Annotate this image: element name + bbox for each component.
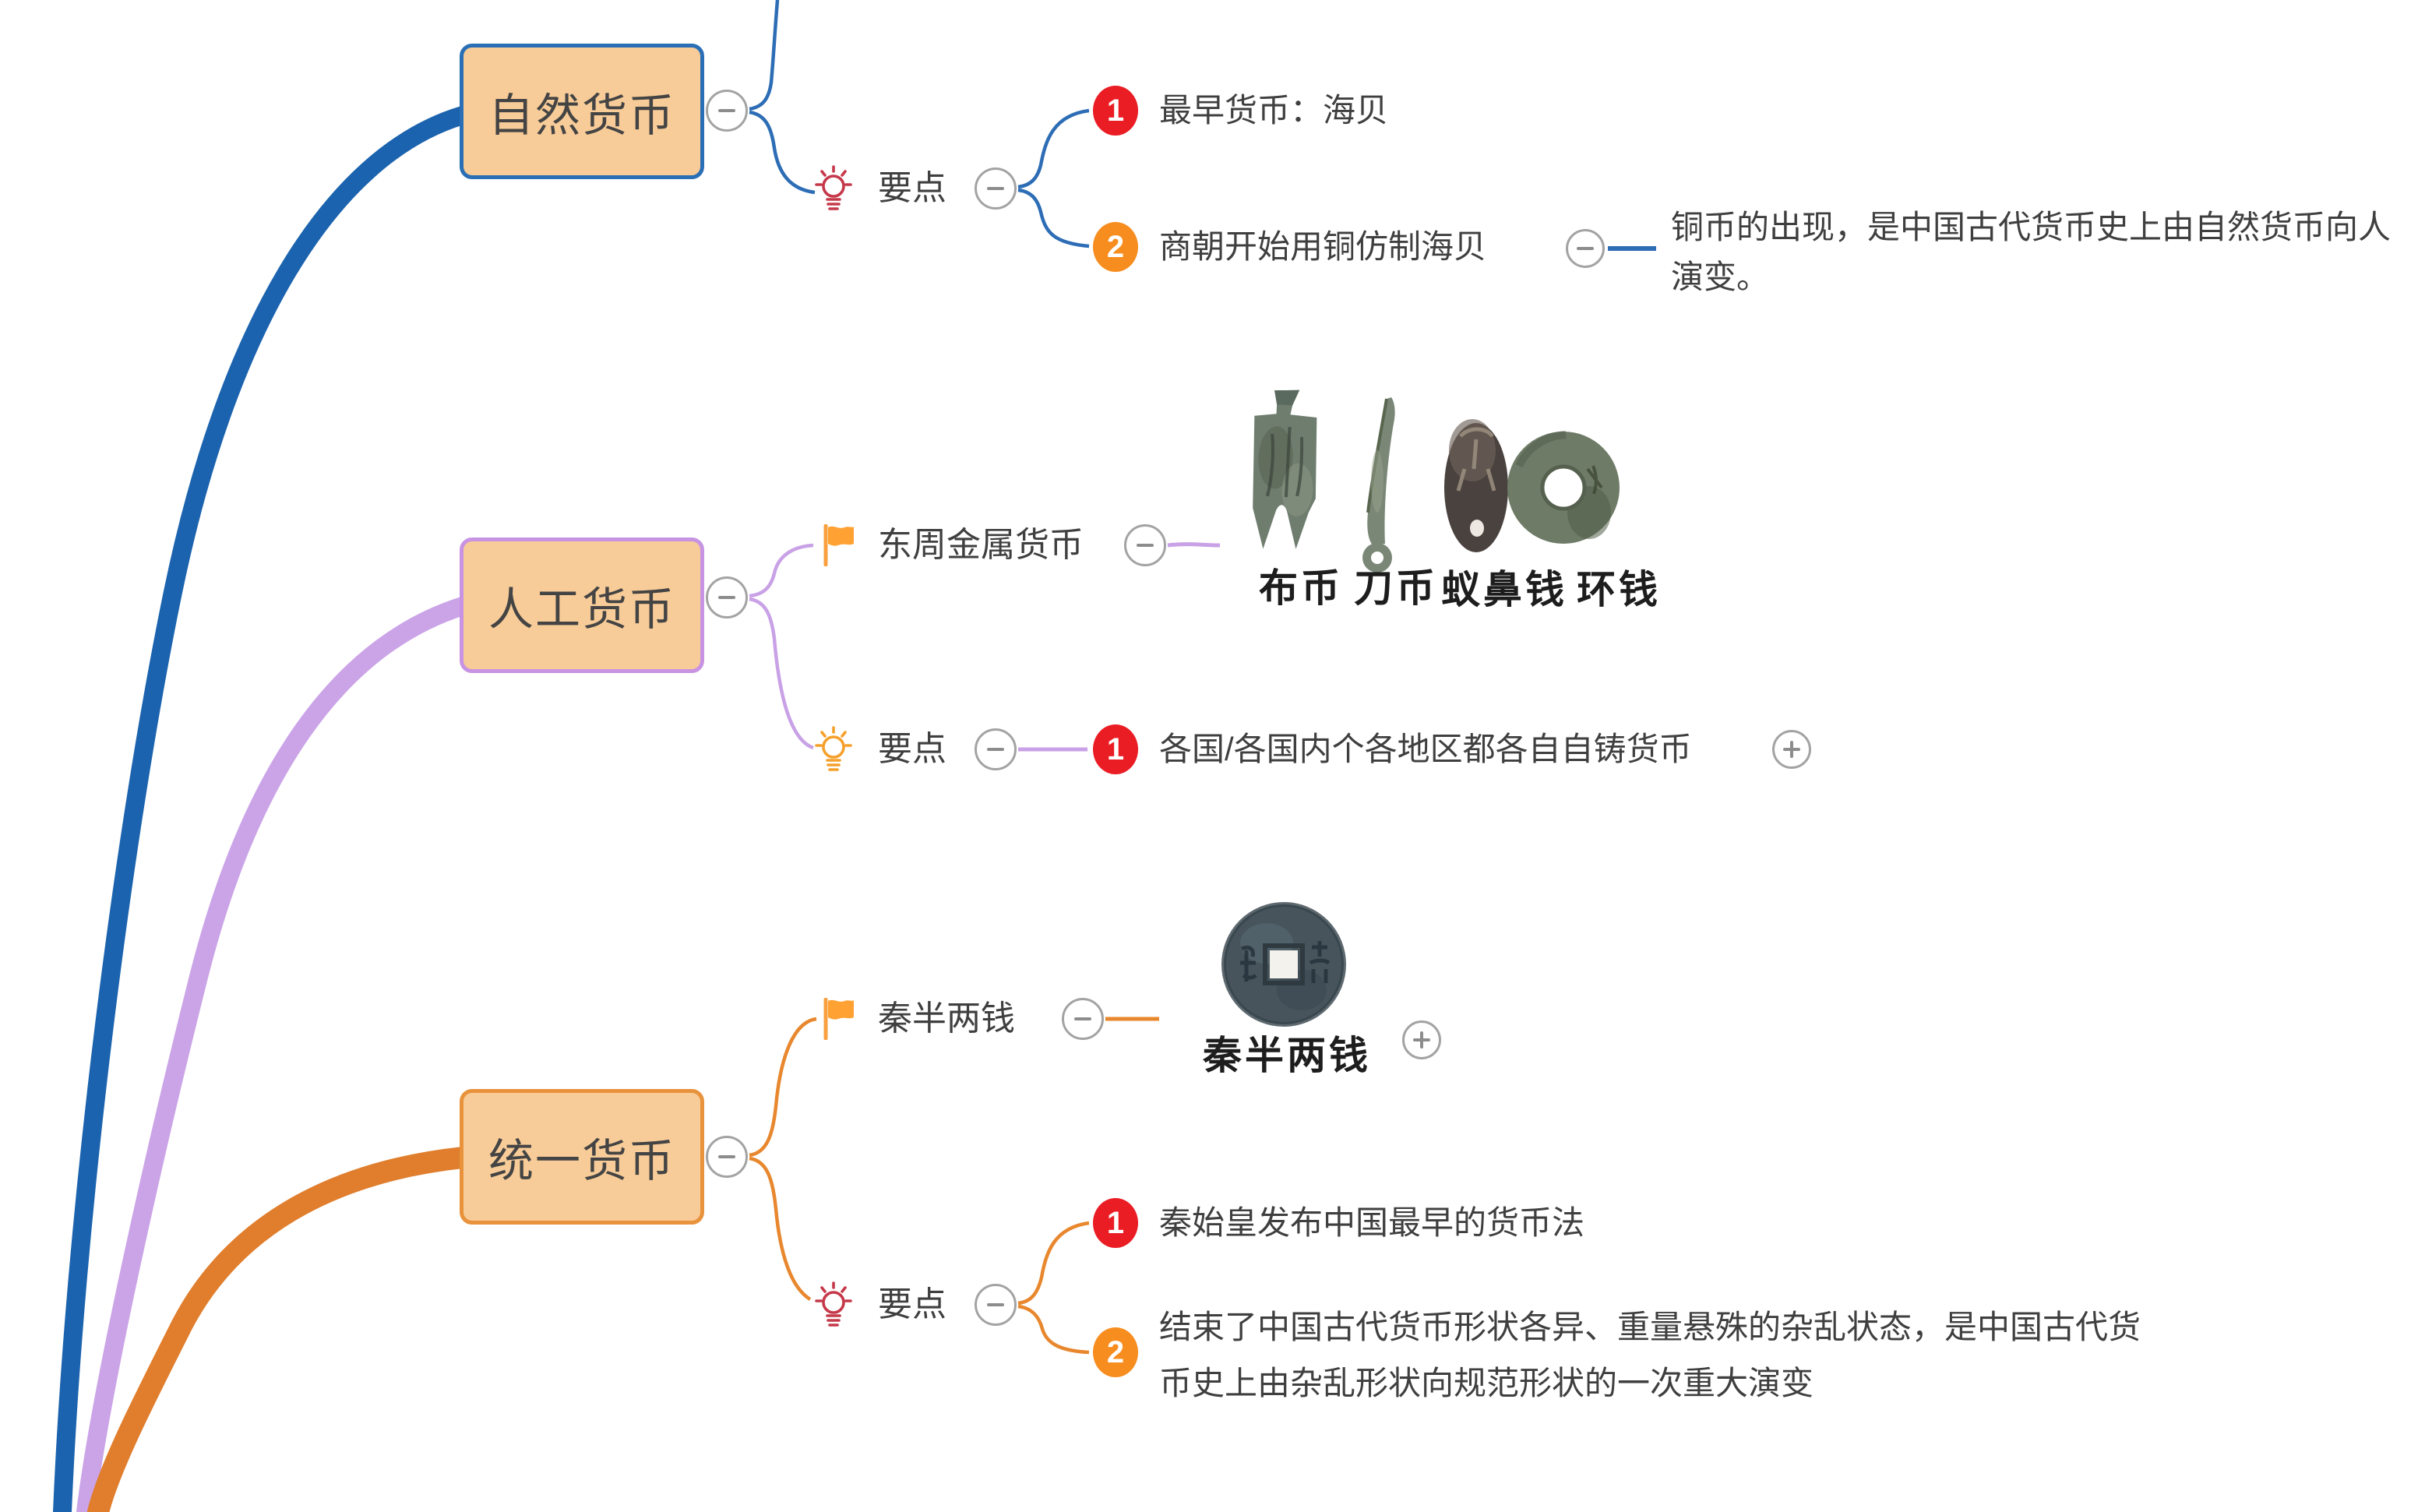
b1-keypoints-bracket-down: [1017, 188, 1090, 248]
collapse-button-artificial[interactable]: [706, 576, 748, 619]
branch-curve-orange: [87, 1147, 474, 1512]
minus-icon: [1137, 544, 1154, 547]
item-badge-1: 1: [1093, 1198, 1138, 1248]
item-b2-1[interactable]: 各国/各国内个各地区都各自自铸货币: [1159, 731, 1692, 767]
minus-icon: [718, 596, 735, 599]
item-badge-2: 2: [1093, 1327, 1138, 1377]
expand-button-b3-flag[interactable]: [1402, 1020, 1441, 1059]
b1-bracket-up-offscreen: [749, 0, 780, 111]
coin-caption-yibiqian: 蚁鼻钱: [1441, 568, 1567, 611]
node-qin-banliang[interactable]: 秦半两钱: [878, 999, 1015, 1038]
b2-bracket-up: [749, 543, 814, 598]
topic-natural-currency-label: 自然货币: [488, 90, 675, 141]
b3-bracket-up: [749, 1017, 817, 1158]
coin-caption-bubi: 布币: [1259, 566, 1343, 610]
b1-keypoints-bracket-up: [1017, 108, 1090, 189]
collapse-button-b1-note[interactable]: [1566, 229, 1605, 268]
minus-icon: [718, 1155, 735, 1158]
collapse-button-natural[interactable]: [706, 90, 748, 132]
minus-icon: [987, 1303, 1004, 1306]
b1-bracket-down: [749, 110, 816, 195]
collapse-button-b2-keypoints[interactable]: [975, 728, 1017, 770]
b3-bracket-down: [749, 1156, 812, 1301]
topic-artificial-currency-label: 人工货币: [488, 584, 675, 635]
qin-coin-caption: 秦半两钱: [1203, 1034, 1371, 1077]
item-badge-1: 1: [1093, 86, 1138, 136]
keypoints-node-b2[interactable]: 要点: [878, 730, 946, 768]
collapse-button-unified[interactable]: [706, 1136, 748, 1178]
item-b3-2-line2: 币史上由杂乱形状向规范形状的一次重大演变: [1159, 1365, 1814, 1401]
topic-unified-currency-label: 统一货币: [488, 1136, 675, 1186]
topic-artificial-currency[interactable]: 人工货币: [460, 537, 704, 673]
flag-icon: [823, 998, 854, 1040]
minus-icon: [987, 187, 1004, 190]
minus-icon: [1577, 247, 1594, 250]
item-b1-1[interactable]: 最早货币：海贝: [1159, 92, 1389, 129]
lightbulb-icon: [815, 726, 852, 771]
item-b3-2[interactable]: 结束了中国古代货币形状各异、重量悬殊的杂乱状态，是中国古代货 币史上由杂乱形状向…: [1159, 1299, 2141, 1412]
collapse-button-b2-flag[interactable]: [1124, 524, 1166, 566]
keypoints-node-b3[interactable]: 要点: [878, 1285, 946, 1323]
item-b3-1[interactable]: 秦始皇发布中国最早的货币法: [1159, 1204, 1585, 1241]
item-badge-2: 2: [1093, 222, 1138, 272]
branch-curve-blue: [53, 106, 472, 1512]
minus-icon: [987, 748, 1004, 751]
b3-keypoints-bracket-down: [1017, 1304, 1090, 1355]
item-b1-2[interactable]: 商朝开始用铜仿制海贝: [1159, 228, 1487, 265]
b3-keypoints-bracket-up: [1017, 1221, 1090, 1306]
qin-banliang-coin-image: [1221, 902, 1346, 1027]
topic-natural-currency[interactable]: 自然货币: [460, 44, 704, 179]
item-badge-1: 1: [1093, 724, 1138, 774]
b2-bracket-down: [749, 597, 814, 750]
flag-icon: [823, 524, 854, 566]
topic-unified-currency[interactable]: 统一货币: [460, 1089, 704, 1225]
minus-icon: [718, 109, 735, 112]
expand-button-b2-item1[interactable]: [1772, 730, 1811, 769]
item-b3-2-line1: 结束了中国古代货币形状各异、重量悬殊的杂乱状态，是中国古代货: [1159, 1309, 2141, 1345]
lightbulb-icon: [815, 165, 852, 210]
node-dongzhou-metal-currency[interactable]: 东周金属货币: [878, 526, 1084, 564]
ancient-coins-image: [1253, 389, 1620, 573]
lightbulb-icon: [815, 1281, 852, 1327]
minus-icon: [1074, 1017, 1091, 1020]
keypoints-node-b1[interactable]: 要点: [878, 169, 946, 207]
branch-curve-purple: [76, 597, 472, 1512]
collapse-button-b1-keypoints[interactable]: [975, 167, 1017, 210]
note-b1-line1: 铜币的出现，是中国古代货币史上由自然货币向人: [1671, 209, 2392, 245]
collapse-button-b3-flag[interactable]: [1062, 998, 1104, 1040]
collapse-button-b3-keypoints[interactable]: [975, 1284, 1017, 1326]
note-b1[interactable]: 铜币的出现，是中国古代货币史上由自然货币向人 演变。: [1671, 203, 2391, 302]
coin-caption-huanqian: 环钱: [1577, 568, 1661, 611]
note-b1-line2: 演变。: [1671, 259, 1770, 295]
coin-caption-daobi: 刀币: [1354, 566, 1438, 610]
